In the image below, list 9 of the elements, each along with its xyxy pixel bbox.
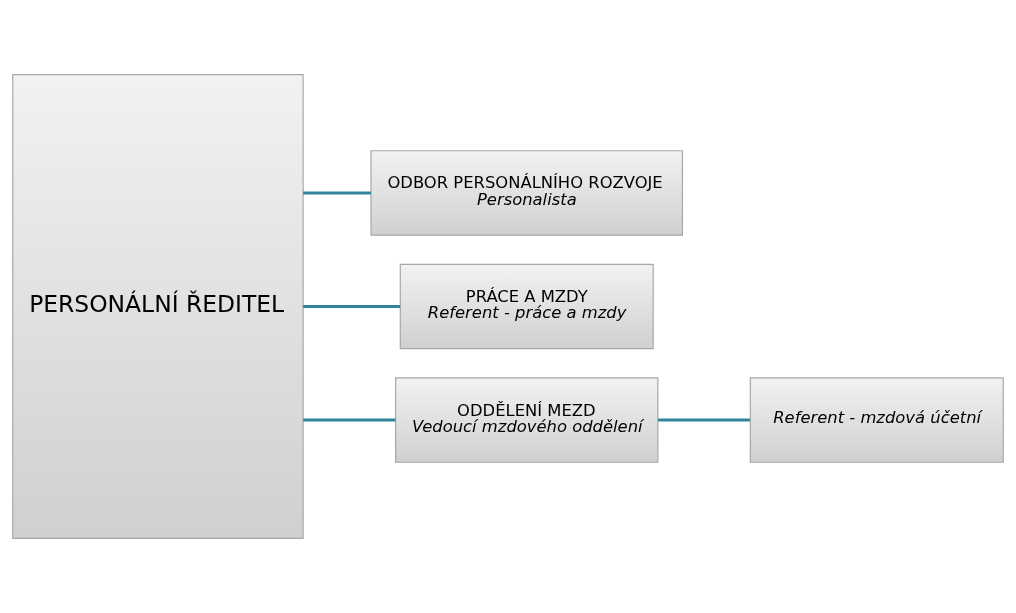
node-box: PRÁCE A MZDY Referent - práce a mzdy: [399, 263, 654, 350]
connector: [303, 191, 371, 195]
connector: [303, 305, 401, 308]
connector: [303, 418, 396, 422]
connector: [658, 418, 750, 422]
node-box: ODBOR PERSONÁLNÍHO ROZVOJE Personalista: [370, 150, 684, 236]
node-box: ODDĚLENÍ MEZD Vedoucí mzdového oddělení: [395, 377, 659, 463]
node-box: PERSONÁLNÍ ŘEDITEL: [12, 74, 304, 539]
node-box: Referent - mzdová účetní: [749, 377, 1004, 463]
